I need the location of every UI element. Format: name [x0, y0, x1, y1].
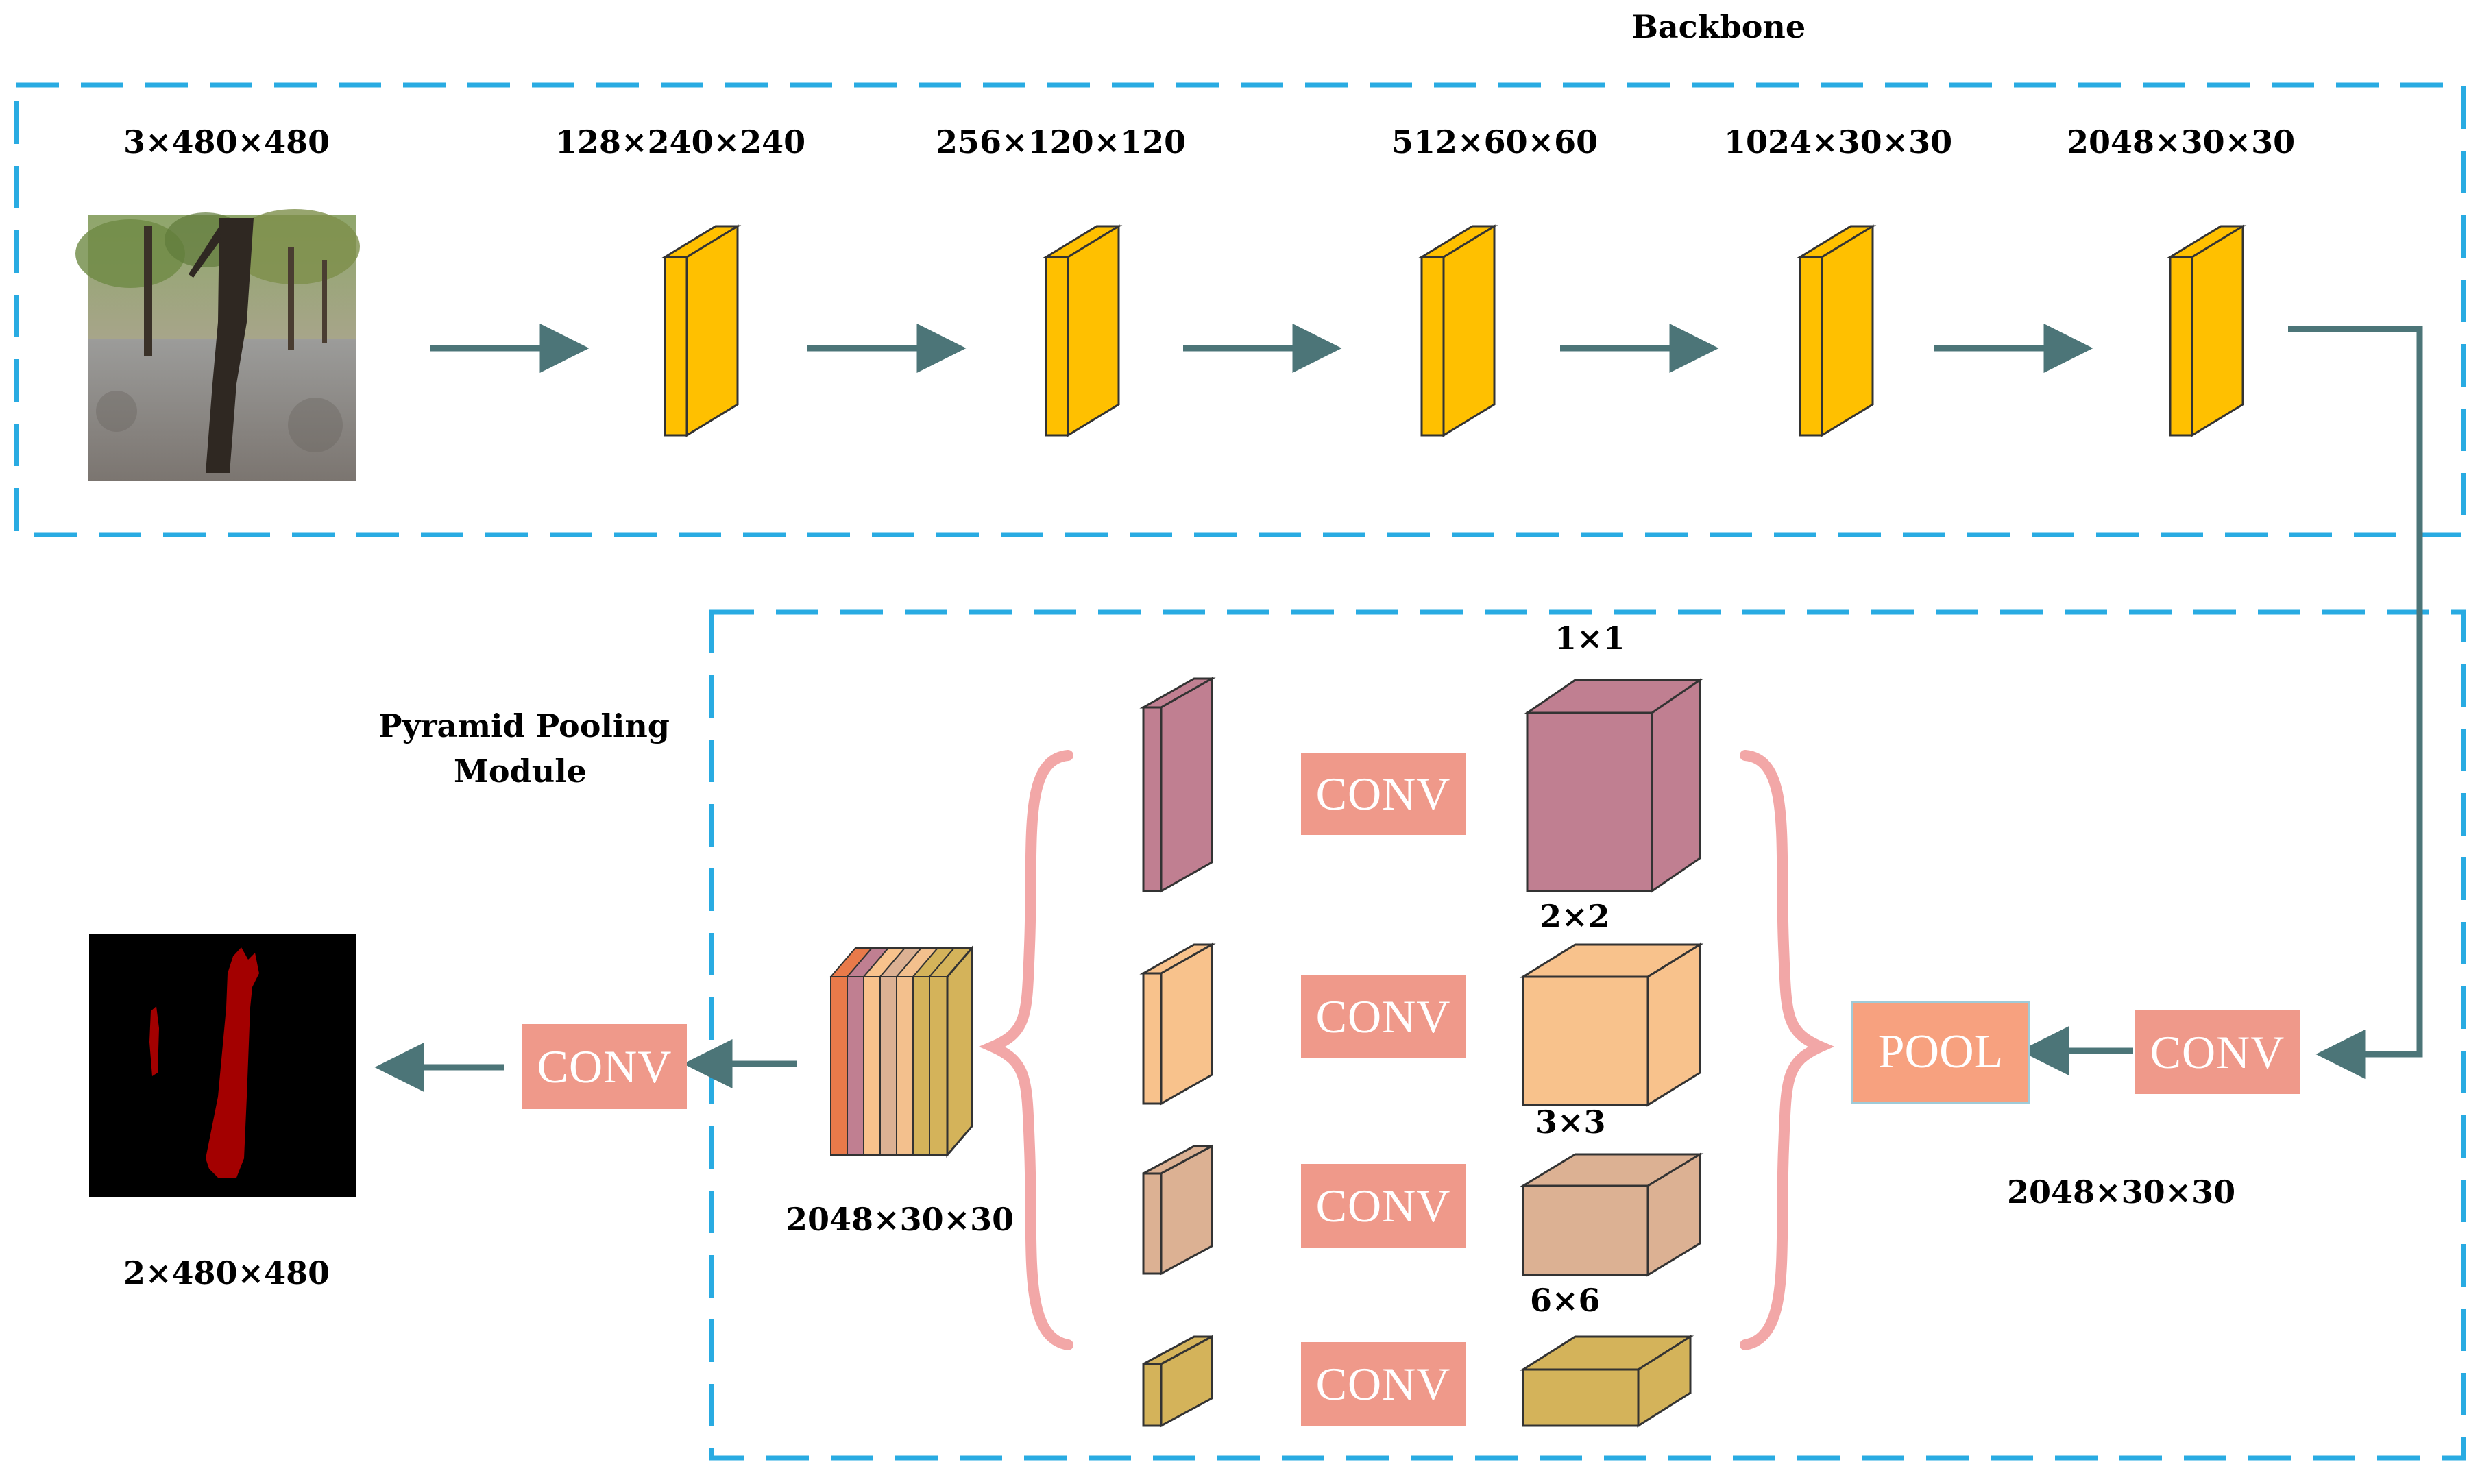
- dim-stage4: 1024×30×30: [1724, 123, 1953, 160]
- branch-conv-1x1: CONV: [1301, 753, 1466, 835]
- pyramid-slab-1x1: [1139, 677, 1216, 893]
- pyramid-cube-6x6: [1519, 1335, 1694, 1428]
- dim-stage2: 256×120×120: [936, 123, 1187, 160]
- pyramid-cube-3x3: [1519, 1152, 1704, 1277]
- pyramid-slab-6x6: [1142, 1335, 1213, 1428]
- backbone-frame: [14, 82, 2466, 537]
- concat-feature-stack: [829, 945, 974, 1158]
- output-segmentation-mask: [89, 934, 356, 1197]
- pyramid-cube-2x2: [1519, 942, 1704, 1107]
- concat-dim: 2048×30×30: [786, 1201, 1014, 1238]
- branch-conv-6x6: CONV: [1301, 1342, 1466, 1426]
- backbone-title: Backbone: [1631, 8, 1806, 45]
- pyramid-pooling-frame: [709, 609, 2466, 1461]
- connector-backbone-to-ppm: [2288, 326, 2423, 1079]
- bin-label-2x2: 2×2: [1540, 898, 1610, 935]
- input-conv-box: CONV: [2135, 1010, 2300, 1094]
- backbone-block-1: [661, 224, 742, 437]
- brace-left: [978, 750, 1073, 1350]
- dim-stage3: 512×60×60: [1391, 123, 1598, 160]
- ppm-title-line2: Module: [454, 753, 587, 790]
- ppm-title-line1: Pyramid Pooling: [378, 707, 670, 744]
- bin-label-6x6: 6×6: [1530, 1282, 1601, 1319]
- bin-label-1x1: 1×1: [1555, 620, 1625, 657]
- dim-stage1: 128×240×240: [555, 123, 806, 160]
- backbone-block-2: [1042, 224, 1123, 437]
- backbone-block-4: [1796, 224, 1877, 437]
- pyramid-cube-1x1: [1524, 678, 1703, 893]
- ppm-input-dim: 2048×30×30: [2007, 1173, 2236, 1211]
- branch-conv-3x3: CONV: [1301, 1164, 1466, 1248]
- backbone-block-5: [2166, 224, 2247, 437]
- pool-box: POOL: [1851, 1001, 2030, 1104]
- dim-stage5: 2048×30×30: [2067, 123, 2296, 160]
- pyramid-slab-3x3: [1142, 1144, 1213, 1276]
- bin-label-3x3: 3×3: [1535, 1104, 1606, 1141]
- pyramid-slab-2x2: [1139, 942, 1216, 1106]
- dim-input: 3×480×480: [123, 123, 330, 160]
- output-conv-box: CONV: [522, 1024, 687, 1109]
- backbone-block-3: [1418, 224, 1498, 437]
- input-photo: [75, 209, 360, 481]
- output-dim: 2×480×480: [123, 1254, 330, 1291]
- brace-right: [1740, 750, 1835, 1350]
- branch-conv-2x2: CONV: [1301, 975, 1466, 1058]
